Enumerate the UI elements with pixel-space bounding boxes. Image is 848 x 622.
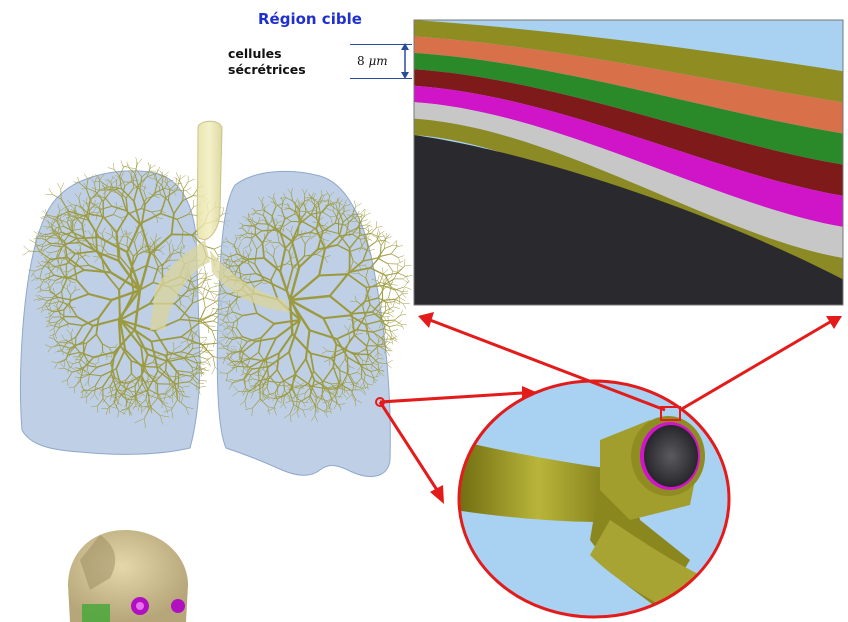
thickness-number: 8 <box>357 54 365 68</box>
right-lung <box>211 171 413 476</box>
region-title: Région cible <box>258 10 362 28</box>
thickness-unit: μm <box>368 54 387 68</box>
skull-thumbnail <box>68 530 188 622</box>
bifurcation-zoom <box>455 378 735 622</box>
cells-label-line2: sécrétrices <box>228 62 306 78</box>
thickness-value: 8 μm <box>357 54 388 68</box>
secretory-cells-label: cellules sécrétrices <box>228 46 306 78</box>
zoomed-cell-layers <box>414 20 848 305</box>
cells-label-line1: cellules <box>228 46 306 62</box>
